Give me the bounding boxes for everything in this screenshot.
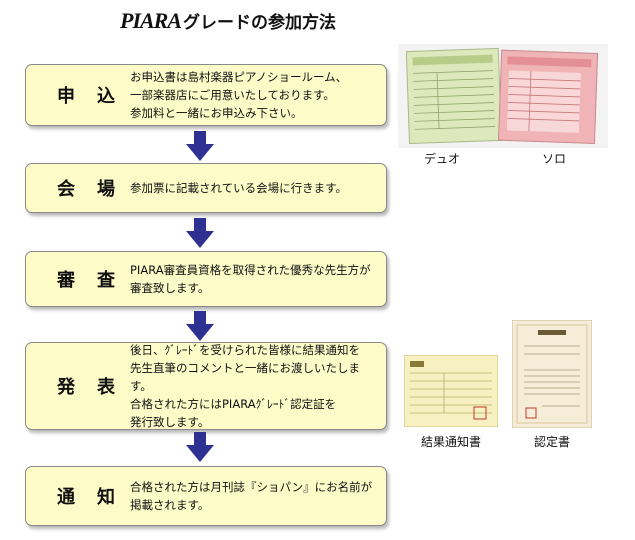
- step-apply: 申 込 お申込書は島村楽器ピアノショールーム、 一部楽器店にご用意いたしておりま…: [25, 64, 387, 126]
- step-notification: 通 知 合格された方は月刊誌『ショパン』にお名前が 掲載されます。: [25, 466, 387, 526]
- step-label: 通 知: [57, 487, 117, 508]
- step-venue: 会 場 参加票に記載されている会場に行きます。: [25, 163, 387, 213]
- step-label: 発 表: [57, 377, 117, 398]
- step-description: 合格された方は月刊誌『ショパン』にお名前が 掲載されます。: [130, 480, 373, 512]
- title-text: グレードの参加方法: [183, 13, 337, 33]
- down-arrow-icon: [186, 131, 214, 161]
- page-title: PIARA グレードの参加方法: [120, 8, 336, 38]
- caption-result-notice: 結果通知書: [420, 435, 481, 449]
- step-judging: 審 査 PIARA審査員資格を取得された優秀な先生方が 審査致します。: [25, 251, 387, 307]
- step-label: 申 込: [57, 86, 117, 107]
- step-description: 後日、ｸﾞﾚｰﾄﾞを受けられた皆様に結果通知を 先生直筆のコメントと一緒にお渡し…: [130, 343, 360, 429]
- result-notice-image: [404, 355, 498, 427]
- caption-duo: デュオ: [423, 152, 460, 166]
- piara-logo: PIARA: [120, 8, 182, 33]
- step-announcement: 発 表 後日、ｸﾞﾚｰﾄﾞを受けられた皆様に結果通知を 先生直筆のコメントと一緒…: [25, 342, 387, 430]
- down-arrow-icon: [186, 218, 214, 248]
- certificate-image: [512, 320, 592, 428]
- application-forms-image: [398, 44, 608, 148]
- step-label: 会 場: [57, 179, 117, 200]
- step-description: PIARA審査員資格を取得された優秀な先生方が 審査致します。: [130, 263, 371, 295]
- caption-solo: ソロ: [541, 152, 566, 166]
- step-description: お申込書は島村楽器ピアノショールーム、 一部楽器店にご用意いたしております。 参…: [130, 70, 348, 120]
- down-arrow-icon: [186, 432, 214, 462]
- caption-certificate: 認定書: [533, 435, 570, 449]
- step-label: 審 査: [57, 270, 117, 291]
- step-description: 参加票に記載されている会場に行きます。: [130, 181, 348, 195]
- down-arrow-icon: [186, 311, 214, 341]
